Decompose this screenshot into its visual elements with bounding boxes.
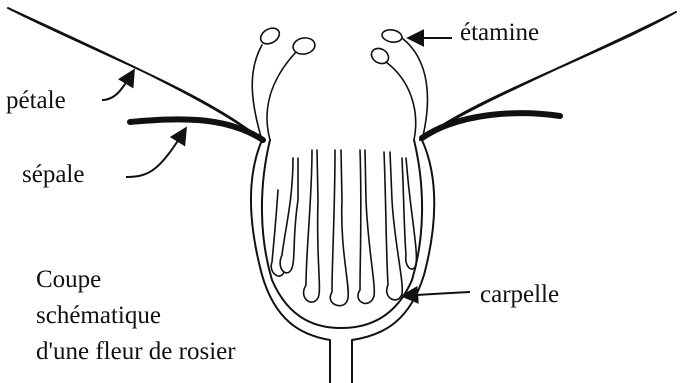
caption-line-1: Coupe [36, 262, 236, 298]
label-carpelle: carpelle [480, 282, 559, 307]
receptacle-outer-right [352, 140, 434, 383]
carpel [402, 158, 416, 269]
right-sepal [422, 113, 560, 138]
diagram-caption: Coupe schématique d'une fleur de rosier [36, 262, 236, 370]
left-sepal [130, 119, 263, 140]
carpel [271, 190, 284, 276]
carpel [330, 150, 348, 306]
caption-line-3: d'une fleur de rosier [36, 334, 236, 370]
stamen-filament [252, 45, 262, 140]
stamen-filament [386, 62, 416, 140]
label-sepale: sépale [22, 162, 84, 187]
carpelle-pointer [402, 292, 470, 296]
label-etamine: étamine [460, 20, 539, 45]
petale-pointer [102, 70, 134, 100]
carpels [271, 150, 416, 306]
caption-line-2: schématique [36, 298, 236, 334]
carpel [358, 150, 374, 303]
stamen-filament [267, 52, 296, 140]
stamen-filament [402, 38, 427, 140]
carpel [384, 152, 402, 300]
carpel [304, 150, 320, 302]
carpel [280, 158, 298, 273]
stamen-anther [258, 25, 282, 47]
label-petale: pétale [6, 88, 66, 113]
sepale-pointer [126, 128, 186, 177]
stamen-anther [381, 28, 403, 43]
